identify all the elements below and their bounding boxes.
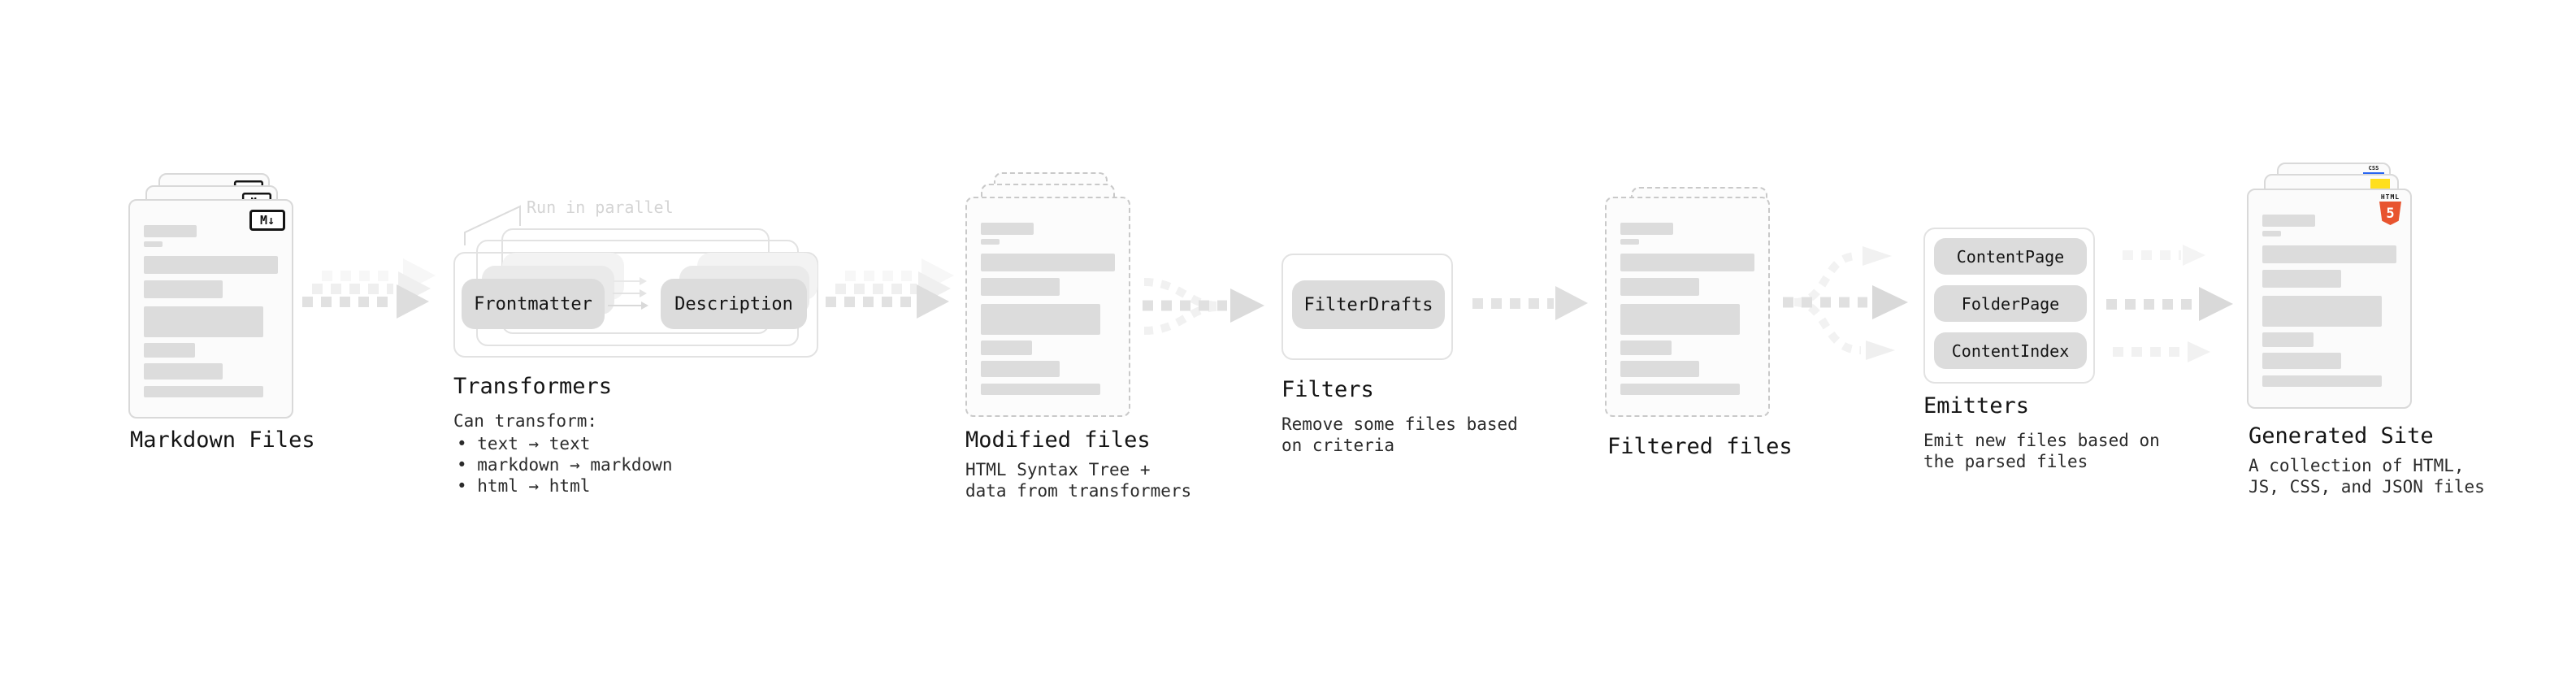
doc-text-bar: [2262, 215, 2315, 227]
doc-text-bar: [144, 280, 223, 298]
generated-site-label: Generated Site: [2249, 423, 2434, 449]
html5-icon-number: 5: [2386, 205, 2395, 222]
doc-text-bar: [2262, 296, 2382, 327]
doc-text-bar: [1620, 361, 1699, 377]
doc-text-bar: [1620, 254, 1754, 271]
contentpage-emitter-pill: ContentPage: [1934, 238, 2087, 275]
doc-text-bar: [2262, 270, 2341, 288]
emitters-box: [1923, 228, 2095, 384]
folderpage-emitter-pill: FolderPage: [1934, 285, 2087, 322]
doc-text-bar: [981, 254, 1115, 271]
doc-text-bar: [981, 384, 1100, 395]
doc-text-bar: [981, 278, 1060, 296]
run-in-parallel-leader-line: [464, 205, 521, 245]
transformers-bullet: • text → text: [457, 434, 591, 453]
transformers-bullet: • html → html: [457, 476, 591, 496]
generated-html-file-card: HTML 5: [2247, 189, 2412, 409]
filtered-files-label: Filtered files: [1607, 434, 1793, 459]
doc-text-bar: [1620, 384, 1740, 395]
doc-text-bar: [144, 386, 263, 397]
fork-arrow-filtered-to-emitters: [1783, 246, 1908, 360]
doc-text-bar: [144, 225, 197, 237]
generated-site-desc: A collection of HTML,: [2249, 456, 2465, 475]
filters-desc: on criteria: [1281, 436, 1395, 455]
doc-text-bar: [981, 361, 1060, 377]
doc-text-bar: [2262, 332, 2314, 347]
modified-file-card: [965, 197, 1130, 417]
doc-text-bar: [144, 363, 223, 380]
doc-text-bar: [981, 340, 1032, 355]
filters-label: Filters: [1281, 377, 1374, 402]
modified-files-desc: data from transformers: [965, 481, 1192, 501]
generated-site-desc: JS, CSS, and JSON files: [2249, 477, 2485, 497]
html5-icon: HTML 5: [2379, 193, 2401, 225]
filters-box: [1281, 254, 1453, 360]
doc-text-bar: [144, 256, 278, 274]
merge-arrow-modified-to-filters: [1143, 278, 1264, 335]
markdown-file-card: M↓: [128, 199, 293, 419]
contentindex-emitter-pill: ContentIndex: [1934, 332, 2087, 369]
transformers-bullet: • markdown → markdown: [457, 455, 673, 475]
doc-text-bar: [144, 343, 195, 358]
transformers-box: [453, 252, 818, 358]
doc-text-bar: [2262, 231, 2281, 236]
frontmatter-transformer-pill: Frontmatter: [462, 279, 605, 329]
doc-text-bar: [981, 223, 1034, 235]
transformers-desc-title: Can transform:: [453, 411, 598, 431]
modified-files-desc: HTML Syntax Tree +: [965, 460, 1151, 479]
doc-text-bar: [981, 239, 1000, 245]
doc-text-bar: [1620, 304, 1740, 335]
doc-text-bar: [981, 304, 1100, 335]
doc-text-bar: [2262, 353, 2341, 369]
filterdrafts-pill: FilterDrafts: [1292, 280, 1445, 329]
filtered-file-card: [1605, 197, 1770, 417]
run-in-parallel-annotation: Run in parallel: [527, 197, 674, 217]
emitters-desc: the parsed files: [1923, 452, 2088, 471]
html5-icon-label: HTML: [2380, 193, 2400, 201]
markdown-files-label: Markdown Files: [130, 427, 315, 453]
modified-files-label: Modified files: [965, 427, 1151, 453]
description-transformer-pill: Description: [661, 279, 807, 329]
doc-text-bar: [1620, 239, 1639, 245]
doc-text-bar: [1620, 223, 1673, 235]
filters-desc: Remove some files based: [1281, 414, 1518, 434]
doc-text-bar: [1620, 278, 1699, 296]
doc-text-bar: [144, 241, 163, 247]
emitters-label: Emitters: [1923, 393, 2030, 419]
css-icon-label: CSS: [2368, 165, 2379, 171]
mini-arrow-icon: [613, 289, 647, 297]
doc-text-bar: [1620, 340, 1672, 355]
doc-text-bar: [2262, 375, 2382, 387]
mini-arrow-icon: [613, 277, 647, 285]
doc-text-bar: [2262, 245, 2396, 263]
mini-arrow-icon: [608, 301, 648, 310]
transformers-label: Transformers: [453, 374, 613, 399]
doc-text-bar: [144, 306, 263, 337]
emitters-desc: Emit new files based on: [1923, 431, 2160, 450]
markdown-icon: M↓: [249, 210, 285, 231]
